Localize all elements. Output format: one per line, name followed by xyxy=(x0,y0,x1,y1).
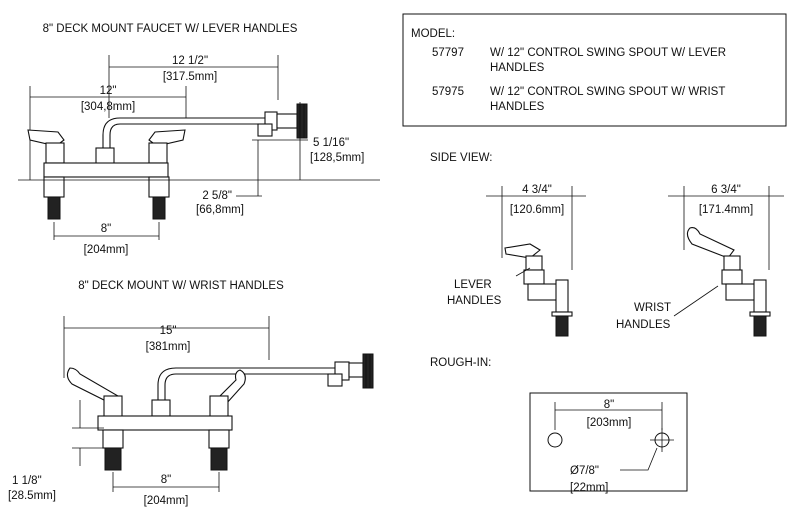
lever-side-dim-mm: [120.6mm] xyxy=(510,204,564,216)
model-heading: MODEL: xyxy=(411,28,455,40)
top-base-dim-in: 2 5/8" xyxy=(202,190,232,202)
model-box: MODEL: 57797 W/ 12" CONTROL SWING SPOUT … xyxy=(402,13,787,127)
bottom-deck-dim-mm: [28.5mm] xyxy=(8,490,56,502)
model-desc-line2: HANDLES xyxy=(490,62,545,74)
lever-label-line1: LEVER xyxy=(454,279,492,291)
lever-side-faucet xyxy=(504,243,573,337)
top-spout-dim-in: 12 1/2" xyxy=(172,55,208,67)
top-base-dim-mm: [66,8mm] xyxy=(196,204,244,216)
model-desc-line2: HANDLES xyxy=(490,101,545,113)
top-faucet-body xyxy=(27,103,308,220)
top-spout-dim-mm: [317.5mm] xyxy=(163,71,217,83)
bottom-view-title: 8" DECK MOUNT W/ WRIST HANDLES xyxy=(78,280,284,292)
wrist-side-faucet xyxy=(686,227,771,337)
side-view-title: SIDE VIEW: xyxy=(430,152,492,164)
bottom-center-dim-mm: [204mm] xyxy=(144,495,189,507)
bottom-faucet-body xyxy=(66,353,374,471)
wrist-label-line1: WRIST xyxy=(634,302,671,314)
bottom-view-wrist-faucet: 8" DECK MOUNT W/ WRIST HANDLES 15" [381m… xyxy=(8,280,374,507)
top-reach-dim-in: 12" xyxy=(100,85,117,97)
rough-in-title: ROUGH-IN: xyxy=(430,357,491,369)
rough-in-spacing-mm: [203mm] xyxy=(587,417,632,429)
bottom-deck-dim-in: 1 1/8" xyxy=(12,475,42,487)
bottom-spout-dim-in: 15" xyxy=(160,325,177,337)
top-view-lever-faucet: 8" DECK MOUNT FAUCET W/ LEVER HANDLES 12… xyxy=(18,23,380,256)
model-desc-line1: W/ 12" CONTROL SWING SPOUT W/ WRIST xyxy=(490,86,725,98)
top-reach-dim-mm: [304,8mm] xyxy=(81,101,135,113)
lever-label-line2: HANDLES xyxy=(447,295,502,307)
wrist-side-dim-mm: [171.4mm] xyxy=(699,204,753,216)
top-height-dim-mm: [128,5mm] xyxy=(310,152,364,164)
rough-in-hole-left xyxy=(547,432,563,448)
rough-in-spacing-in: 8" xyxy=(604,399,614,411)
bottom-spout-dim-mm: [381mm] xyxy=(146,341,191,353)
side-view: SIDE VIEW: 4 3/4" [120.6mm] LEVER HANDLE… xyxy=(430,152,784,337)
top-center-dim-in: 8" xyxy=(101,223,111,235)
bottom-center-dim-in: 8" xyxy=(161,474,171,486)
top-view-title: 8" DECK MOUNT FAUCET W/ LEVER HANDLES xyxy=(43,23,298,35)
model-number: 57975 xyxy=(432,86,464,98)
rough-in-hole-in: Ø7/8" xyxy=(570,465,599,477)
model-number: 57797 xyxy=(432,47,464,59)
wrist-side-dim-in: 6 3/4" xyxy=(711,184,741,196)
rough-in: ROUGH-IN: 8" [203mm] Ø7/8" [22mm] xyxy=(430,357,688,494)
rough-in-hole-mm: [22mm] xyxy=(570,482,608,494)
wrist-label-line2: HANDLES xyxy=(616,319,671,331)
top-center-dim-mm: [204mm] xyxy=(84,244,129,256)
lever-side-dim-in: 4 3/4" xyxy=(522,184,552,196)
model-desc-line1: W/ 12" CONTROL SWING SPOUT W/ LEVER xyxy=(490,47,726,59)
top-height-dim-in: 5 1/16" xyxy=(313,137,349,149)
